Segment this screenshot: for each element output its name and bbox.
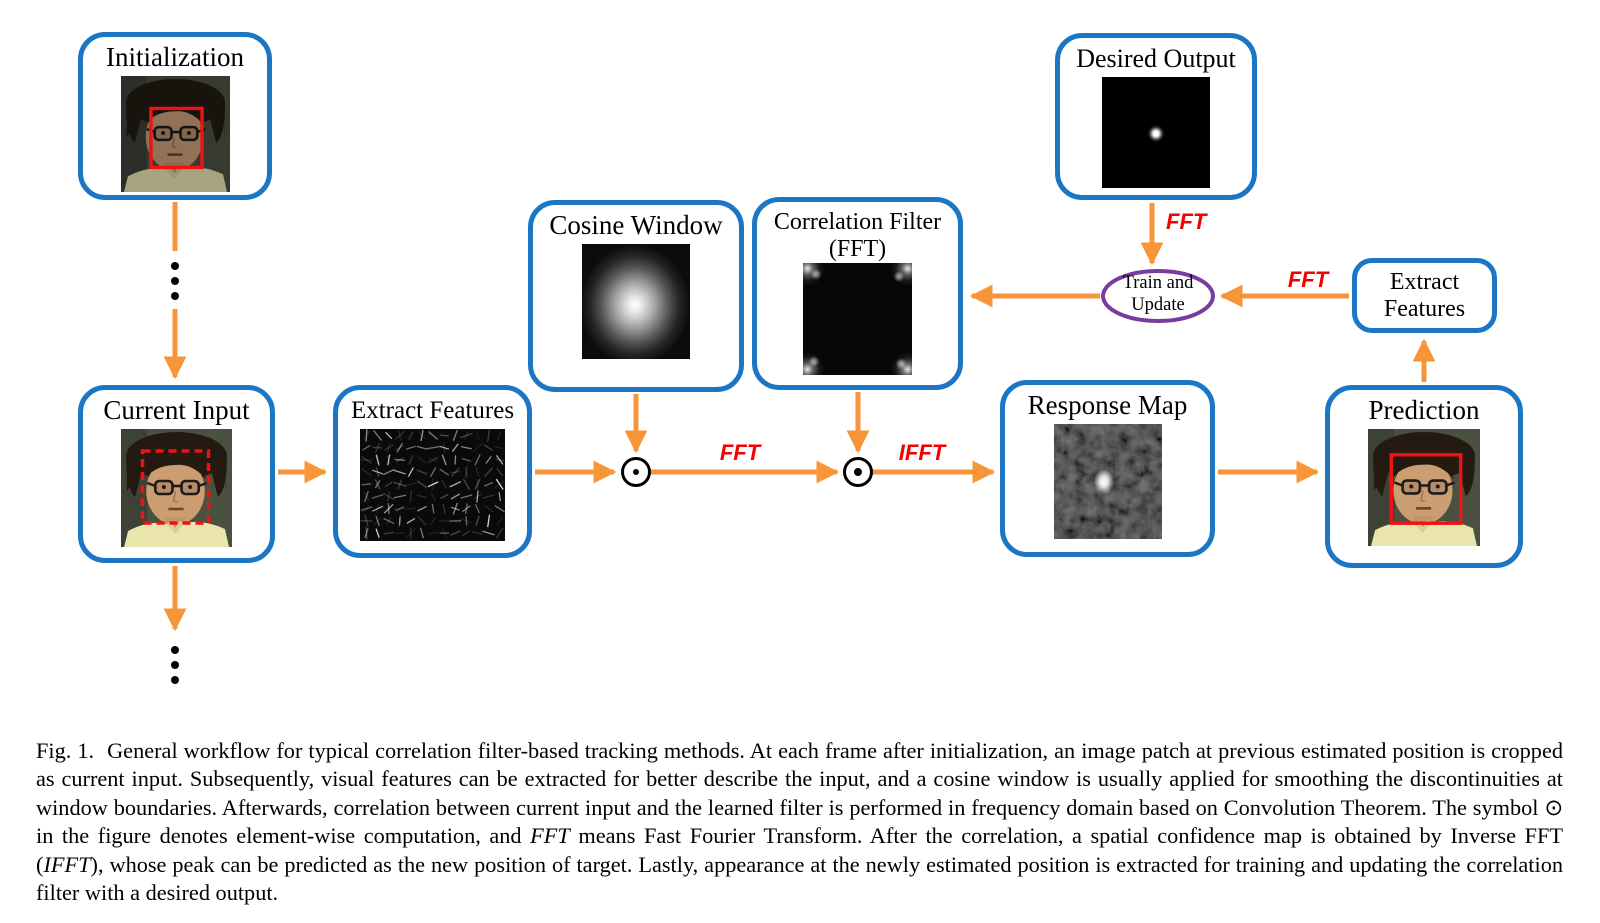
- node-title: Features: [1383, 296, 1466, 322]
- correlation-filter-image: [803, 263, 912, 375]
- caption-text: ), whose peak can be predicted as the ne…: [36, 851, 1563, 906]
- node-title: Response Map: [1027, 390, 1188, 420]
- face-image: [120, 76, 230, 192]
- caption-text: means Fast Fourier Transform. After the …: [36, 823, 1564, 877]
- node-title: Desired Output: [1076, 44, 1236, 73]
- node-correlation-filter: Correlation Filter (FFT): [752, 197, 963, 390]
- node-prediction: Prediction: [1325, 385, 1523, 568]
- bounding-box-solid: [1389, 453, 1463, 525]
- face-image: [1368, 429, 1480, 546]
- figure-number: Fig. 1.: [36, 738, 95, 763]
- train-update-ellipse: [1101, 269, 1215, 323]
- node-desired-output: Desired Output: [1055, 33, 1257, 200]
- node-title: Current Input: [103, 395, 250, 425]
- node-title: Correlation Filter: [773, 209, 942, 235]
- node-title: Extract Features: [350, 397, 515, 424]
- edge-label-ifft: IFFT: [898, 440, 946, 465]
- bounding-box-dashed: [140, 449, 211, 525]
- ellipsis-dots-bottom: [171, 646, 179, 684]
- flow-arrows: [163, 202, 1436, 684]
- elementwise-operator-icon: [843, 457, 873, 487]
- node-title: Extract: [1389, 269, 1460, 295]
- node-subtitle: (FFT): [828, 236, 887, 262]
- node-current-input: Current Input: [78, 385, 275, 563]
- bounding-box-solid: [148, 106, 204, 170]
- edge-label-fft: FFT: [719, 440, 761, 465]
- edge-label-fft: FFT: [1166, 209, 1207, 234]
- caption-text: General workflow for typical correlation…: [36, 738, 1563, 849]
- node-extract-features-right: Extract Features: [1352, 258, 1497, 333]
- face-image: [121, 429, 232, 547]
- ellipsis-dots-top: [171, 262, 179, 300]
- caption-text-italic: FFT: [530, 823, 570, 849]
- hog-features-image: [360, 429, 505, 541]
- node-extract-features-left: Extract Features: [333, 385, 532, 558]
- node-title: Prediction: [1368, 395, 1480, 425]
- node-title: Initialization: [106, 42, 244, 72]
- node-initialization: Initialization: [78, 32, 272, 200]
- train-update-label: Train and Update: [1122, 273, 1194, 315]
- response-map-image: [1053, 424, 1162, 539]
- node-title: Cosine Window: [549, 210, 723, 240]
- elementwise-operator-icon: [621, 457, 651, 487]
- node-response-map: Response Map: [1000, 380, 1215, 557]
- edge-label-fft: FFT: [1287, 267, 1329, 292]
- desired-output-image: [1102, 77, 1210, 188]
- cosine-window-image: [582, 244, 690, 359]
- caption-text-italic: IFFT: [43, 851, 91, 877]
- figure-caption: Fig. 1.General workflow for typical corr…: [36, 737, 1563, 907]
- node-cosine-window: Cosine Window: [528, 200, 744, 392]
